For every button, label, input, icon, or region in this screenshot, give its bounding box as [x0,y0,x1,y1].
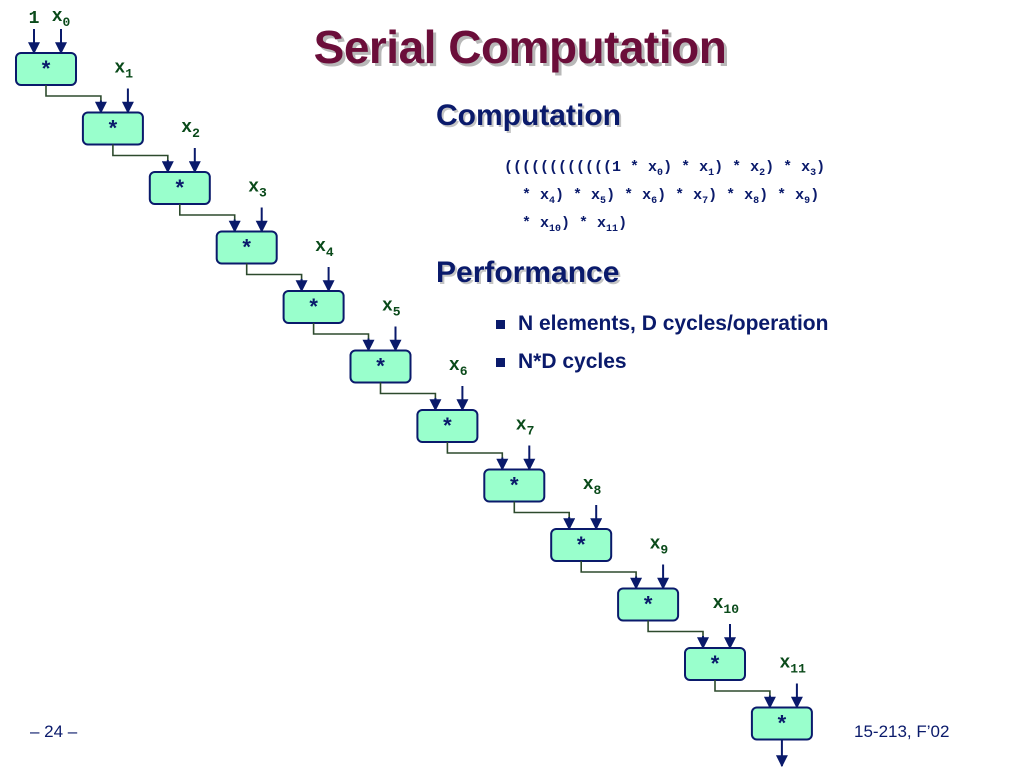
connection-wire [45,85,102,103]
input-label: x7 [516,416,535,439]
slide-title: Serial Computation [313,21,727,73]
formula-line: * x10) * x11) [504,215,628,235]
multiply-operator: * [109,116,118,141]
multiply-operator: * [577,532,586,557]
multiply-operator: * [176,175,185,200]
connection-wire [245,263,303,281]
multiply-operator: * [778,711,787,736]
input-label: x4 [315,237,334,260]
connection-wire [312,323,370,341]
multiply-operator: * [242,235,251,260]
multiply-operator: * [711,651,720,676]
connection-wire [379,382,437,400]
input-label: x10 [713,594,740,617]
performance-bullet: N*D cycles [496,343,828,381]
square-bullet-icon [496,319,505,329]
multiply-operator: * [510,473,519,498]
diagram-layer: * 1 x0 * x1 * x2 * x3 * x4 * x5 * x6 * x7 * x8 * x9 * x10 * x11 [15,7,813,768]
product-formula: ((((((((((((1 * x0) * x1) * x2) * x3) * … [504,154,825,238]
multiply-operator: * [42,56,51,81]
input-label: x5 [382,297,401,320]
page-number: – 24 – [30,722,78,741]
performance-list: N elements, D cycles/operation N*D cycle… [496,305,828,381]
bullet-text: N elements, D cycles/operation [518,312,829,335]
connection-wire [179,204,236,222]
bullet-text: N*D cycles [518,350,627,373]
input-label: x3 [248,178,267,201]
connection-wire [513,501,571,519]
multiply-operator: * [443,413,452,438]
multiply-operator: * [376,354,385,379]
connection-wire [580,561,637,579]
connection-wire [647,620,704,638]
input-label: x8 [583,475,602,498]
input-label: x0 [52,7,71,30]
formula-line: * x4) * x5) * x6) * x7) * x8) * x9) [504,187,820,207]
connection-wire [112,144,169,162]
input-label: x6 [449,356,468,379]
performance-bullet: N elements, D cycles/operation [496,305,828,343]
square-bullet-icon [496,357,505,367]
input-label: x11 [779,654,806,677]
initial-input-label: 1 [29,9,40,29]
formula-line: ((((((((((((1 * x0) * x1) * x2) * x3) [504,159,826,179]
multiply-operator: * [644,592,653,617]
input-label: x2 [181,118,200,141]
performance-heading: Performance [436,256,620,289]
course-label: 15-213, F’02 [854,722,950,741]
input-label: x1 [114,59,133,82]
multiply-operator: * [309,294,318,319]
connection-wire [714,680,771,698]
connection-wire [446,442,504,460]
input-label: x9 [650,535,669,558]
computation-heading: Computation [436,99,621,132]
